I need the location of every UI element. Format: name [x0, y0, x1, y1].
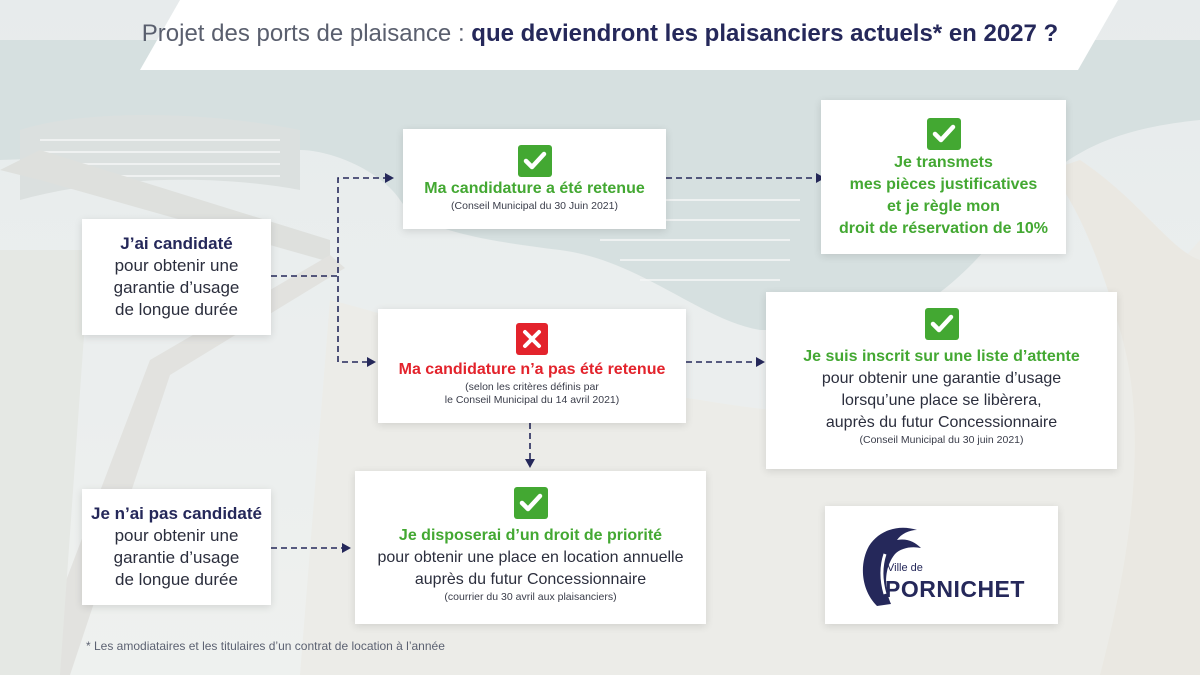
box-priority: Je disposerai d’un droit de priorité pou…: [355, 471, 706, 624]
box-retained-title: Ma candidature a été retenue: [424, 180, 645, 197]
header-banner: [140, 0, 1118, 70]
arrow-candidate-split: [271, 177, 386, 277]
arrowhead: [756, 357, 765, 367]
box-priority-line: auprès du futur Concessionnaire: [414, 571, 647, 588]
box-retained-note: (Conseil Municipal du 30 Juin 2021): [451, 200, 618, 212]
cross-icon: [516, 323, 548, 355]
arrow-candidate-refused: [337, 276, 368, 363]
box-candidate-line: pour obtenir une: [114, 256, 239, 275]
box-candidate: J’ai candidaté pour obtenir une garantie…: [82, 219, 271, 335]
box-priority-note: (courrier du 30 avril aux plaisanciers): [444, 591, 617, 603]
box-priority-line: pour obtenir une place en location annue…: [377, 549, 684, 566]
page-title: Projet des ports de plaisance : que devi…: [0, 20, 1200, 48]
box-priority-title: Je disposerai d’un droit de priorité: [398, 527, 663, 544]
box-candidate-line: de longue durée: [115, 300, 238, 319]
box-waitlist: Je suis inscrit sur une liste d’attente …: [766, 292, 1117, 469]
box-not-retained: Ma candidature n’a pas été retenue (selo…: [378, 309, 686, 423]
box-not-retained-note: (selon les critères définis par: [465, 381, 599, 393]
check-icon: [517, 145, 552, 177]
footnote: * Les amodiataires et les titulaires d’u…: [86, 639, 445, 653]
arrowhead: [525, 459, 535, 468]
arrowhead: [342, 543, 351, 553]
box-waitlist-line: auprès du futur Concessionnaire: [825, 414, 1058, 431]
page-title-bold: que deviendront les plaisanciers actuels…: [471, 20, 1059, 47]
dolphin-logo-icon: [862, 527, 921, 606]
box-not-candidate: Je n’ai pas candidaté pour obtenir une g…: [82, 489, 271, 605]
arrowhead: [367, 357, 376, 367]
box-not-candidate-line: de longue durée: [115, 570, 238, 589]
check-icon: [926, 118, 961, 150]
box-waitlist-note: (Conseil Municipal du 30 juin 2021): [859, 434, 1024, 446]
box-retained: Ma candidature a été retenue (Conseil Mu…: [403, 129, 666, 229]
arrowhead: [816, 173, 825, 183]
box-not-candidate-line: pour obtenir une: [114, 526, 239, 545]
box-not-retained-note: le Conseil Municipal du 14 avril 2021): [444, 394, 620, 406]
box-transmit: Je transmets mes pièces justificatives e…: [821, 100, 1066, 254]
box-not-retained-title: Ma candidature n’a pas été retenue: [398, 361, 666, 378]
box-waitlist-line: pour obtenir une garantie d’usage: [821, 370, 1062, 387]
check-icon: [513, 487, 548, 519]
box-waitlist-title: Je suis inscrit sur une liste d’attente: [803, 348, 1080, 365]
box-candidate-line: garantie d’usage: [113, 278, 240, 297]
logo-small-text: Ville de: [887, 562, 923, 574]
box-transmit-line: droit de réservation de 10%: [839, 220, 1048, 237]
box-transmit-line: et je règle mon: [887, 198, 1000, 215]
page-title-light: Projet des ports de plaisance :: [141, 20, 472, 47]
logo-name-text: PORNICHET: [885, 576, 1025, 602]
box-transmit-line: Je transmets: [894, 154, 993, 171]
logo-box: Ville de PORNICHET: [825, 506, 1058, 624]
box-waitlist-line: lorsqu’une place se libèrera,: [841, 392, 1042, 409]
box-not-candidate-line: garantie d’usage: [113, 548, 240, 567]
arrowhead: [385, 173, 394, 183]
box-transmit-line: mes pièces justificatives: [849, 176, 1038, 193]
box-not-candidate-title: Je n’ai pas candidaté: [90, 504, 262, 523]
box-candidate-title: J’ai candidaté: [120, 234, 233, 253]
check-icon: [924, 308, 959, 340]
